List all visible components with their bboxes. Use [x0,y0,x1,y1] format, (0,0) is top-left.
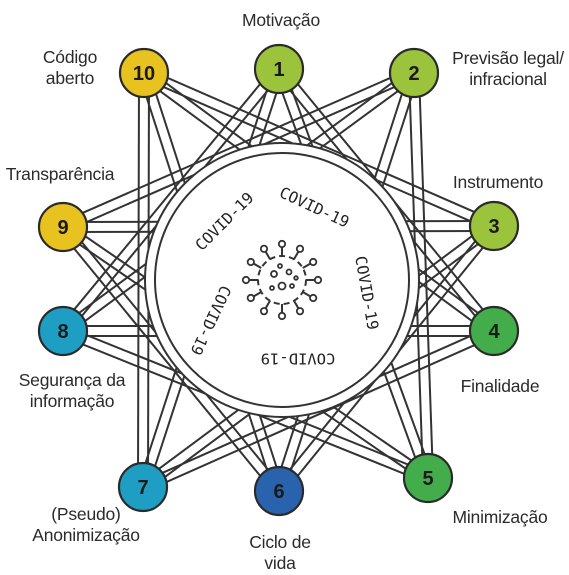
principle-number: 6 [273,481,284,503]
principle-node-10: 10 [120,49,168,97]
principle-label-1: Motivação [242,10,320,30]
principle-number: 7 [137,477,148,499]
principle-label-4: Finalidade [461,376,540,396]
principle-node-7: 7 [119,463,167,511]
principle-node-5: 5 [404,454,452,502]
principle-number: 1 [273,59,284,81]
center-disc [145,143,419,417]
principle-number: 10 [133,63,155,85]
principle-number: 8 [57,321,68,343]
principle-label-5: Minimização [452,507,547,527]
principle-number: 3 [488,216,499,238]
principle-node-8: 8 [39,307,87,355]
principle-number: 4 [488,321,500,343]
principle-node-3: 3 [470,202,518,250]
principle-number: 2 [408,63,419,85]
principle-label-7: (Pseudo)Anonimização [32,504,140,545]
principle-node-6: 6 [255,467,303,515]
principle-label-9: Transparência [6,164,115,184]
principle-node-9: 9 [39,203,87,251]
principle-node-2: 2 [390,49,438,97]
principle-number: 9 [57,217,68,239]
principle-number: 5 [422,468,433,490]
principle-label-3: Instrumento [453,172,543,192]
covid-label: COVID-19 [261,350,336,368]
principle-node-1: 1 [255,45,303,93]
principle-label-2: Previsão legal/infracional [452,48,564,89]
principle-node-4: 4 [470,307,518,355]
